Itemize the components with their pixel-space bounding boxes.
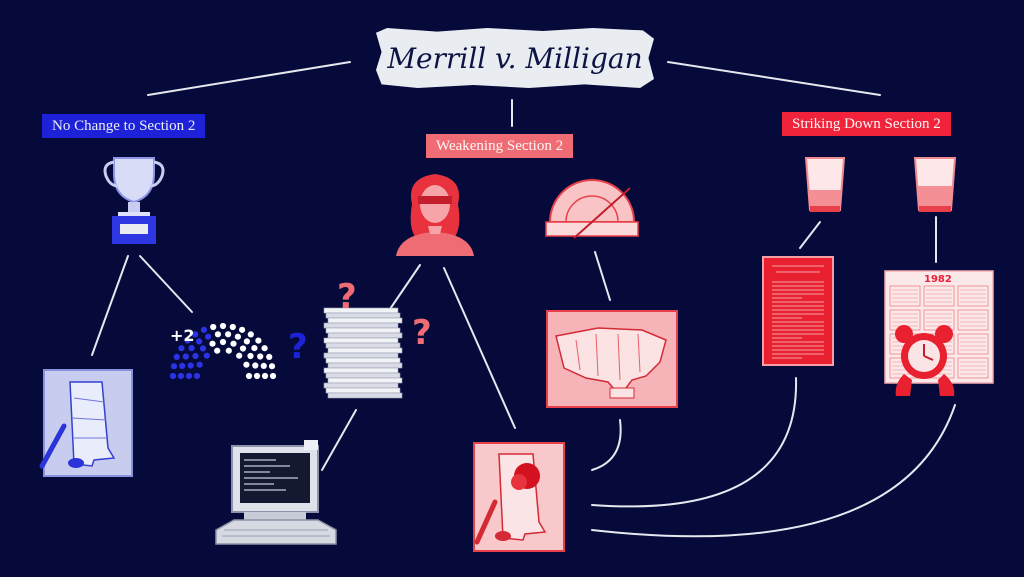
glass-icon [913, 157, 957, 212]
alabama-map-icon [39, 369, 133, 477]
document-icon [762, 256, 834, 366]
blindfolded-woman-icon [396, 174, 474, 256]
label-weakening: Weakening Section 2 [426, 134, 574, 158]
protractor-icon [545, 179, 639, 239]
paper-stack-icon [323, 307, 403, 399]
glass-icon [804, 157, 846, 212]
calendar-year: 1982 [924, 274, 952, 285]
question-mark-icon: ? [337, 277, 357, 317]
computer-icon [215, 440, 337, 545]
seat-gain-label: +2 [170, 326, 195, 345]
question-mark-icon: ? [412, 313, 432, 353]
seat-chart-icon [170, 322, 276, 380]
us-map-icon [546, 310, 678, 408]
label-striking-down: Striking Down Section 2 [782, 112, 951, 136]
title-card: Merrill v. Milligan [376, 28, 654, 88]
diagram-title: Merrill v. Milligan [387, 41, 643, 75]
label-no-change: No Change to Section 2 [42, 114, 206, 138]
alabama-red-map-icon [473, 442, 565, 552]
trophy-icon [103, 157, 165, 244]
question-mark-icon: ? [288, 327, 308, 367]
alarm-clock-icon [895, 325, 955, 396]
